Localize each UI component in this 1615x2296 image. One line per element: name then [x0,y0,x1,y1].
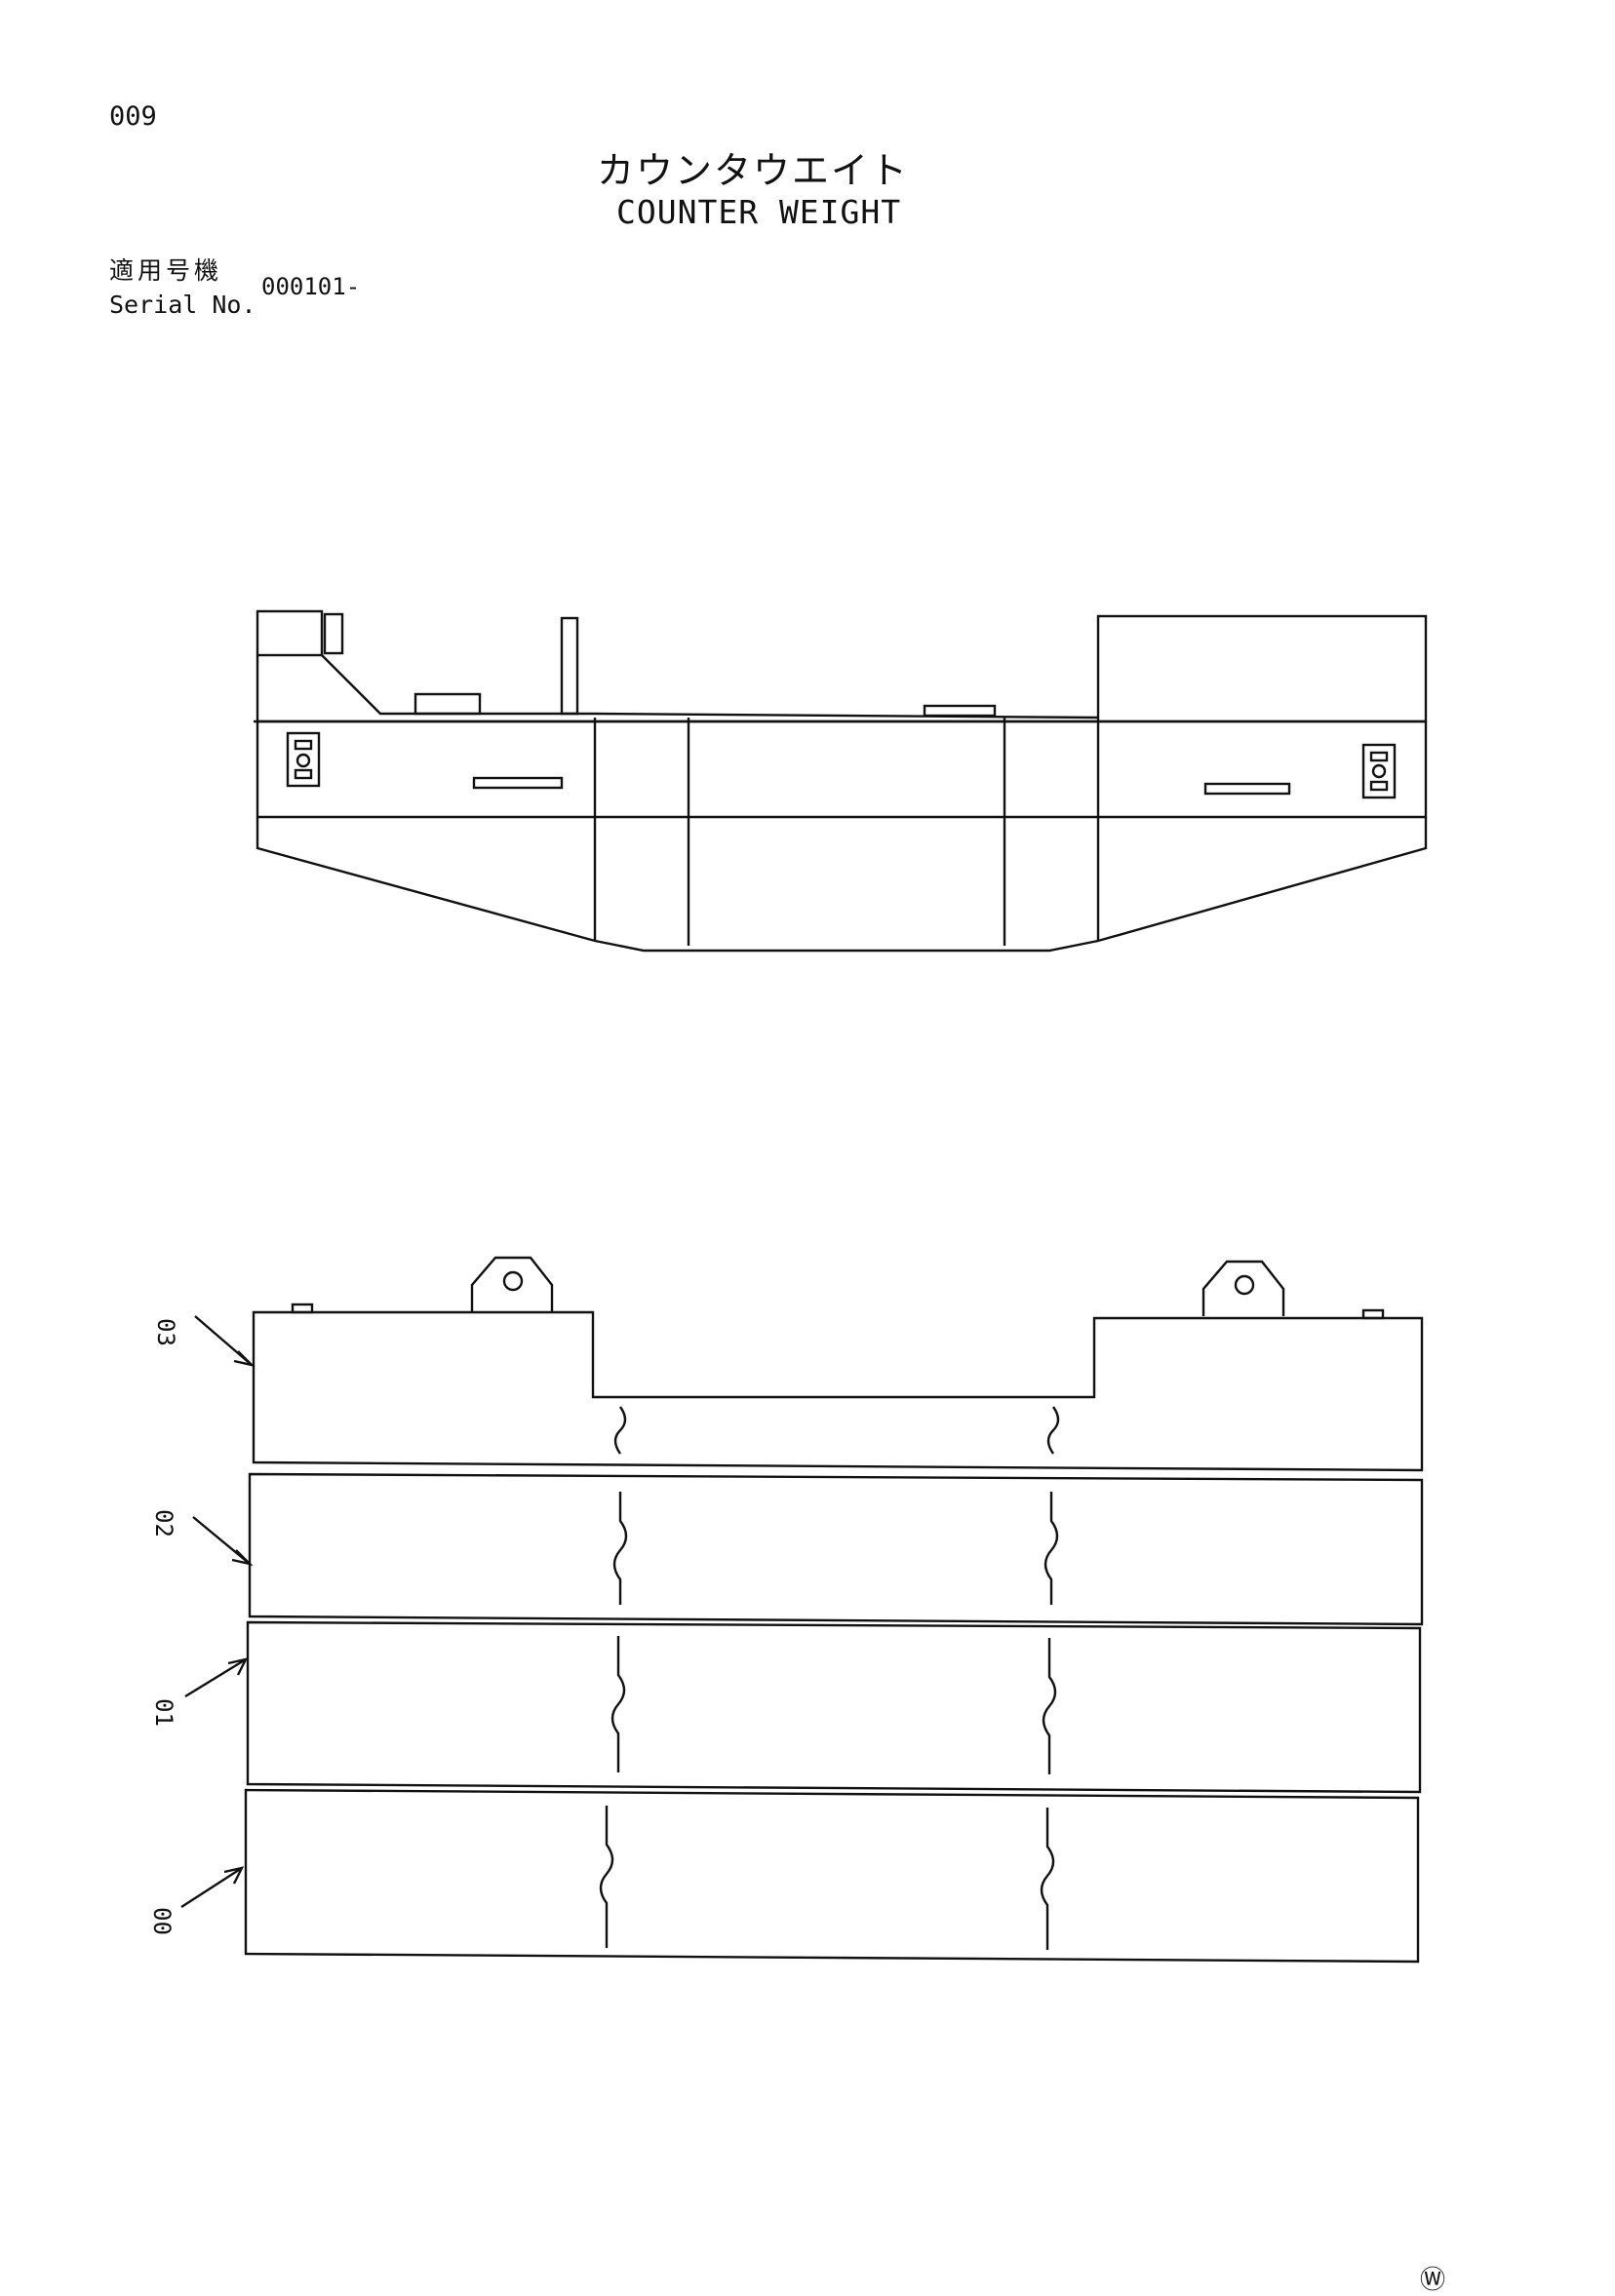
right-lamp-bottom [1369,780,1389,792]
right-handle-slot [1203,782,1291,796]
callout-label-00: 00 [148,1907,176,1935]
plate-01-break-right [1042,1638,1057,1774]
counterweight-assembly-view [254,609,1428,953]
callout-arrow-01 [184,1657,247,1698]
right-lamp-housing [1361,743,1397,799]
plate-02-break-right [1044,1492,1059,1605]
plate-03-break-right [1046,1406,1060,1455]
plate-00 [244,1788,1420,1964]
top-plate-fitting [414,692,482,716]
left-outer-edge [254,655,259,723]
plate-03 [252,1310,1424,1472]
plate-03-eye-hole-right [1234,1274,1255,1296]
callout-arrowhead-03 [233,1350,256,1368]
top-center-plate [923,704,997,718]
plate-03-lifting-eye-right [1201,1260,1285,1316]
title-japanese: カウンタウエイト [597,149,910,192]
left-lamp-top [294,739,313,751]
left-lamp-center [295,753,311,768]
right-lamp-top [1369,751,1389,762]
serial-label-japanese: 適用号機 [109,256,223,285]
right-top-block [1096,614,1428,723]
serial-number-value: 000101- [261,273,361,300]
left-top-bracket [323,612,344,655]
plate-00-break-left [599,1806,614,1948]
title-english: COUNTER WEIGHT [616,193,902,231]
weight-plates-exploded-view: 03 02 01 00 [148,1256,1424,1964]
callout-arrowhead-00 [223,1866,245,1885]
plate-02 [248,1472,1424,1626]
left-lamp-housing [286,731,321,788]
body-top-edge [594,712,1099,720]
plate-00-break-right [1040,1808,1055,1950]
callout-label-02: 02 [150,1509,177,1537]
plate-03-lifting-eye-left [470,1256,554,1312]
right-lamp-center [1371,763,1387,779]
left-slope-top [321,654,595,716]
body-lower-outline [256,817,1428,953]
left-top-block [256,609,324,657]
callout-label-01: 01 [150,1698,177,1727]
plate-02-break-left [612,1492,628,1605]
callout-arrow-00 [180,1866,243,1909]
left-handle-slot [472,776,564,790]
left-lamp-bottom [294,768,313,780]
watermark-symbol: Ⓦ [1420,2266,1446,2295]
plate-03-eye-hole-left [502,1270,524,1292]
lifting-post [560,616,579,716]
plate-01 [246,1620,1422,1794]
plate-03-break-left [613,1406,627,1455]
plate-03-cap-right [1361,1308,1385,1320]
page-number: 009 [109,101,157,132]
callout-arrowhead-02 [231,1549,254,1567]
body-mid-band [256,721,1428,819]
callout-label-03: 03 [152,1318,179,1346]
plate-01-break-left [611,1636,626,1772]
serial-label-english: Serial No. [109,291,256,319]
plate-03-cap-left [291,1303,314,1314]
callout-arrowhead-01 [227,1657,249,1676]
